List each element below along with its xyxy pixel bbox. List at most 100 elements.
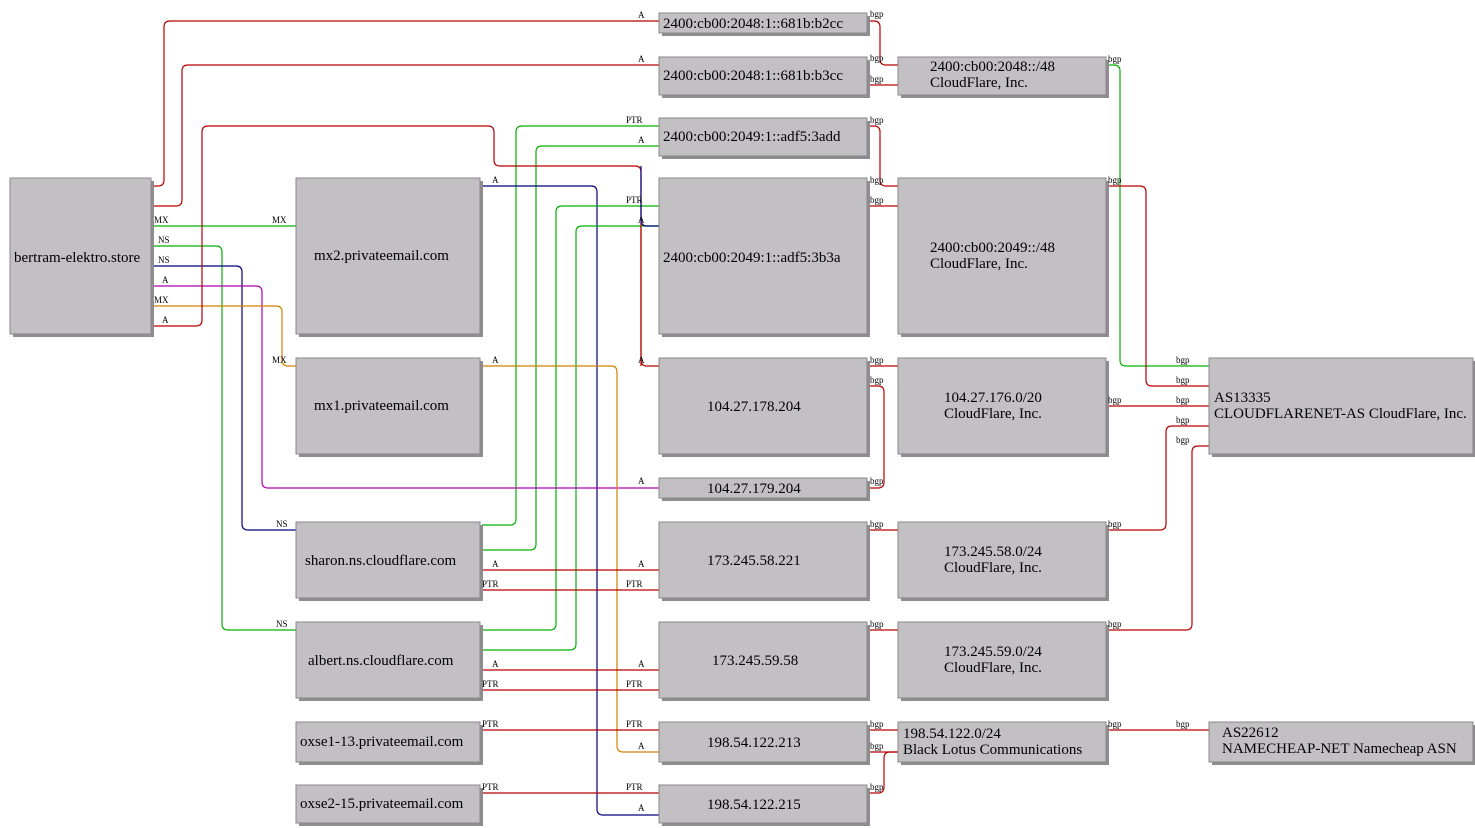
edge-label: bgp <box>1176 395 1190 405</box>
node-box[interactable] <box>897 357 1107 455</box>
node-albert[interactable]: albert.ns.cloudflare.com <box>295 621 483 701</box>
node-box[interactable] <box>897 621 1107 699</box>
node-box[interactable] <box>897 721 1107 763</box>
node-box[interactable] <box>658 12 868 34</box>
node-label: 2400:cb00:2049::/48 <box>930 240 1055 256</box>
edge-label: bgp <box>870 719 884 729</box>
edge-6 <box>151 245 296 631</box>
node-box[interactable] <box>295 621 481 699</box>
node-ip6b[interactable]: 2400:cb00:2048:1::681b:b3cc <box>658 56 870 98</box>
node-label: CloudFlare, Inc. <box>930 75 1028 91</box>
node-label: albert.ns.cloudflare.com <box>308 653 454 669</box>
node-box[interactable] <box>658 56 868 96</box>
node-label: CloudFlare, Inc. <box>944 660 1042 676</box>
node-box[interactable] <box>658 117 868 157</box>
edge-label: bgp <box>1108 395 1122 405</box>
edge-10 <box>151 285 659 489</box>
edge-label: A <box>638 659 645 669</box>
node-label: 2400:cb00:2049:1::adf5:3b3a <box>663 250 841 266</box>
node-ip213[interactable]: 198.54.122.213 <box>658 721 870 765</box>
edge-label: PTR <box>626 782 643 792</box>
node-box[interactable] <box>658 477 868 499</box>
node-ip6a[interactable]: 2400:cb00:2048:1::681b:b2cc <box>658 12 870 36</box>
node-mx1[interactable]: mx1.privateemail.com <box>295 357 483 457</box>
node-box[interactable] <box>1208 357 1474 455</box>
node-label: 2400:cb00:2048:1::681b:b2cc <box>663 16 843 32</box>
edge-7 <box>482 205 659 631</box>
node-label: bertram-elektro.store <box>14 250 141 266</box>
node-label: AS13335 <box>1214 390 1271 406</box>
edge-label: A <box>162 275 169 285</box>
node-box[interactable] <box>9 177 152 335</box>
edge-label: NS <box>158 255 170 265</box>
node-box[interactable] <box>295 357 481 455</box>
edge-1 <box>151 64 659 207</box>
edge-label: bgp <box>1176 415 1190 425</box>
edge-label: PTR <box>626 719 643 729</box>
node-label: NAMECHEAP-NET Namecheap ASN <box>1222 741 1457 757</box>
edge-label: NS <box>276 619 288 629</box>
node-box[interactable] <box>295 784 481 824</box>
edge-label: A <box>638 135 645 145</box>
node-mx2[interactable]: mx2.privateemail.com <box>295 177 483 337</box>
node-label: 2400:cb00:2048::/48 <box>930 59 1055 75</box>
node-box[interactable] <box>658 177 868 335</box>
node-label: CloudFlare, Inc. <box>944 560 1042 576</box>
edge-9 <box>151 265 296 531</box>
edge-label: A <box>492 659 499 669</box>
node-label: 173.245.58.221 <box>707 553 801 569</box>
node-label: 173.245.59.0/24 <box>944 644 1042 660</box>
node-oxse1[interactable]: oxse1-13.privateemail.com <box>295 721 483 765</box>
edge-label: PTR <box>482 782 499 792</box>
edge-label: bgp <box>1108 719 1122 729</box>
edge-label: bgp <box>1176 375 1190 385</box>
edge-label: bgp <box>1176 719 1190 729</box>
edge-label: A <box>638 10 645 20</box>
node-oxse2[interactable]: oxse2-15.privateemail.com <box>295 784 483 826</box>
edge-label: PTR <box>626 195 643 205</box>
edge-22 <box>868 20 898 66</box>
edge-label: PTR <box>482 679 499 689</box>
node-domain[interactable]: bertram-elektro.store <box>9 177 154 337</box>
nodes-layer: bertram-elektro.store mx2.privateemail.co… <box>9 12 1475 826</box>
node-ip6d[interactable]: 2400:cb00:2049:1::adf5:3b3a <box>658 177 870 337</box>
edge-20 <box>640 166 659 227</box>
node-box[interactable] <box>295 721 481 763</box>
edge-label: bgp <box>1176 435 1190 445</box>
edge-label: PTR <box>626 115 643 125</box>
node-label: 173.245.58.0/24 <box>944 544 1042 560</box>
node-box[interactable] <box>658 357 868 455</box>
node-ip215[interactable]: 198.54.122.215 <box>658 784 870 826</box>
node-box[interactable] <box>897 521 1107 599</box>
node-box[interactable] <box>897 177 1107 335</box>
node-box[interactable] <box>295 177 481 335</box>
node-ip221[interactable]: 173.245.58.221 <box>658 521 870 601</box>
node-box[interactable] <box>295 521 481 599</box>
node-ip179[interactable]: 104.27.179.204 <box>658 477 870 501</box>
node-box[interactable] <box>658 721 868 763</box>
node-ip58[interactable]: 173.245.59.58 <box>658 621 870 701</box>
node-box[interactable] <box>658 621 868 699</box>
node-ip178[interactable]: 104.27.178.204 <box>658 357 870 457</box>
node-box[interactable] <box>897 56 1107 96</box>
edge-label: A <box>638 803 645 813</box>
node-box[interactable] <box>658 521 868 599</box>
node-label: 173.245.59.58 <box>712 653 798 669</box>
node-label: CloudFlare, Inc. <box>930 256 1028 272</box>
node-ip6c[interactable]: 2400:cb00:2049:1::adf5:3add <box>658 117 870 159</box>
node-box[interactable] <box>1208 721 1474 763</box>
node-label: 104.27.179.204 <box>707 481 801 497</box>
node-box[interactable] <box>658 784 868 824</box>
edge-label: PTR <box>626 579 643 589</box>
node-sharon[interactable]: sharon.ns.cloudflare.com <box>295 521 483 601</box>
